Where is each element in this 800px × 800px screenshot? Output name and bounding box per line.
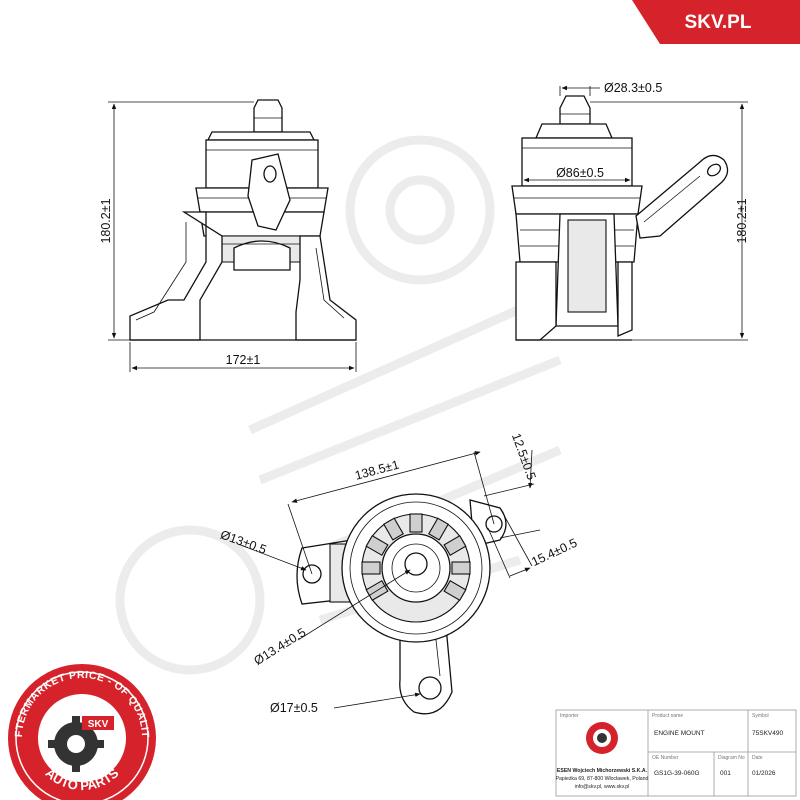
skv-seal: AFTERMARKET PRICE - OF QUALITY AUTO PART… — [0, 0, 156, 800]
importer-name: ESEN Wojciech Michorzewski S.K.A. — [557, 768, 648, 774]
side-dimensions: Ø28.3±0.5 Ø86±0.5 180.2±1 — [523, 81, 749, 341]
symbol-label: Symbol — [752, 713, 769, 719]
dim-hole-span: 138.5±1 — [353, 458, 400, 483]
importer-contact: info@skv.pl, www.skv.pl — [575, 784, 630, 790]
date-label: Date — [752, 755, 763, 761]
product-label: Product name — [652, 713, 683, 719]
front-view — [129, 99, 357, 341]
dim-stud-diameter: Ø28.3±0.5 — [604, 81, 662, 95]
side-view — [511, 95, 729, 341]
product-name: ENGINE MOUNT — [654, 730, 705, 737]
date-value: 01/2026 — [752, 770, 776, 777]
stud-shape — [253, 99, 283, 133]
importer-address: Papieżka 69, 87-800 Włocławek, Poland — [556, 776, 649, 782]
bottom-hole — [418, 676, 442, 700]
dim-body-diameter: Ø86±0.5 — [556, 166, 604, 180]
oe-value: GS1G-39-060G — [654, 770, 700, 777]
diagram-value: 001 — [720, 770, 731, 777]
front-dimensions: 180.2±1 172±1 — [99, 101, 357, 372]
front-right-leg — [295, 235, 357, 341]
brand-text: SKV.PL — [685, 12, 752, 33]
front-tab — [247, 153, 291, 231]
diagram-label: Diagram No — [718, 755, 745, 761]
gear-icon — [48, 716, 104, 772]
dim-bottom-hole: Ø17±0.5 — [270, 701, 318, 715]
dim-front-width: 172±1 — [226, 353, 261, 367]
skv-watermark — [115, 135, 562, 675]
seal-center-text: SKV — [88, 719, 109, 730]
side-arm — [635, 154, 729, 239]
front-left-leg — [129, 211, 223, 341]
dim-center-hole: Ø13.4±0.5 — [251, 625, 308, 668]
importer-logo — [586, 722, 618, 754]
center-hole — [404, 552, 428, 576]
body-ribs — [361, 513, 471, 601]
oe-label: OE Number — [652, 755, 679, 761]
brand-banner[interactable]: SKV.PL — [632, 0, 800, 44]
dim-side-height: 180.2±1 — [735, 198, 749, 243]
dim-front-height: 180.2±1 — [99, 198, 113, 243]
brand-banner-shape — [632, 0, 800, 44]
dim-ear-width: 15.4±0.5 — [529, 536, 579, 569]
importer-label: Importer — [560, 713, 579, 719]
plan-view — [296, 493, 507, 715]
title-block: Importer ESEN Wojciech Michorzewski S.K.… — [556, 709, 797, 797]
symbol-value: 75SKV490 — [752, 730, 783, 737]
side-stud — [559, 95, 591, 125]
